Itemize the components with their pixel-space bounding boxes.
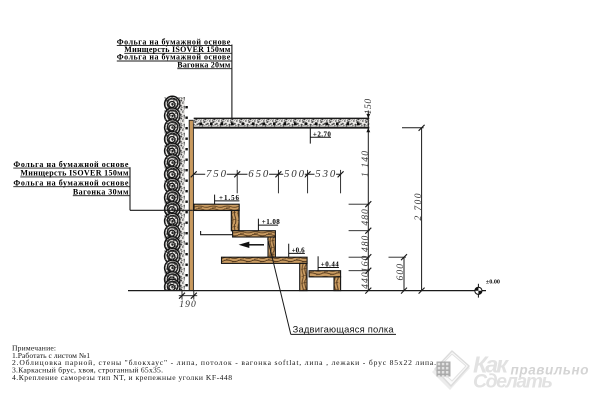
svg-text:1 140: 1 140	[360, 151, 371, 177]
svg-text:3.Каркасный брус, хвоя, строга: 3.Каркасный брус, хвоя, строганный 65х35…	[12, 366, 163, 375]
svg-text:Минщерсть ISOVER 150мм: Минщерсть ISOVER 150мм	[20, 169, 129, 178]
svg-text:480: 480	[360, 209, 371, 226]
svg-text:Примечание:: Примечание:	[12, 343, 56, 352]
svg-text:±0.00: ±0.00	[486, 278, 500, 285]
svg-text:Сделать: Сделать	[473, 371, 553, 393]
svg-text:Вагонка 20мм: Вагонка 20мм	[177, 60, 231, 69]
svg-text:Фольга на бумажной основе: Фольга на бумажной основе	[117, 53, 231, 62]
svg-text:Вагонка 30мм: Вагонка 30мм	[73, 187, 129, 196]
svg-text:+0.44: +0.44	[321, 260, 340, 268]
svg-text:+2.70: +2.70	[313, 130, 332, 138]
svg-text:750: 750	[206, 168, 227, 180]
svg-text:500: 500	[284, 168, 305, 180]
svg-text:440: 440	[360, 272, 371, 289]
svg-text:Фольга на бумажной основе: Фольга на бумажной основе	[117, 37, 231, 46]
svg-text:1.Работать с листом №1: 1.Работать с листом №1	[12, 351, 90, 360]
svg-text:150: 150	[363, 99, 374, 115]
svg-text:+1.56: +1.56	[219, 194, 240, 202]
svg-text:160: 160	[360, 255, 371, 272]
svg-text:190: 190	[179, 299, 196, 310]
svg-text:+1.08: +1.08	[262, 218, 281, 226]
svg-text:Фольга на бумажной основе: Фольга на бумажной основе	[13, 160, 128, 169]
svg-text:2.Облицовка парной, стены "бло: 2.Облицовка парной, стены "блокхаус" - л…	[12, 358, 436, 367]
svg-text:600: 600	[395, 264, 406, 281]
svg-text:4.Крепление саморезы тип NT,: 4.Крепление саморезы тип NT, и крепежные…	[12, 373, 232, 382]
svg-text:Как: Как	[473, 352, 509, 378]
svg-text:650: 650	[248, 168, 269, 180]
svg-text:2 700: 2 700	[413, 193, 424, 220]
svg-text:Фольга на бумажной основе: Фольга на бумажной основе	[13, 178, 128, 187]
svg-text:правильно: правильно	[511, 363, 589, 378]
svg-text:Задвигающаяся полка: Задвигающаяся полка	[293, 324, 395, 335]
svg-text:530: 530	[315, 168, 336, 180]
svg-text:480: 480	[360, 235, 371, 252]
svg-text:Минщерсть ISOVER 150мм: Минщерсть ISOVER 150мм	[124, 45, 231, 54]
svg-text:+0.6: +0.6	[292, 246, 306, 254]
